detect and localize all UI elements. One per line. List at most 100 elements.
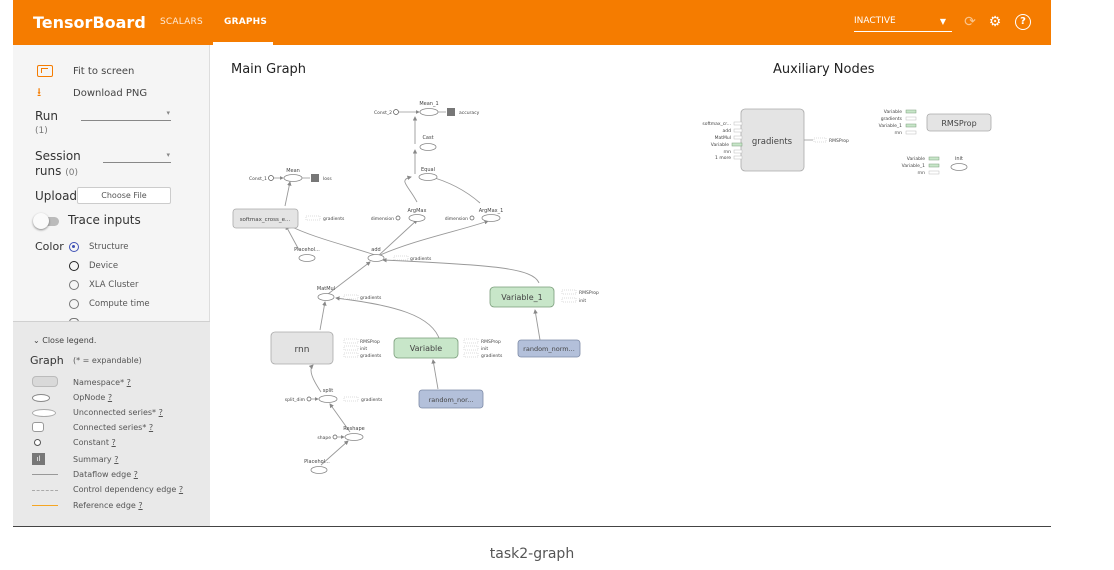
- color-radio-device[interactable]: [69, 261, 79, 271]
- color-label: Color: [35, 240, 64, 253]
- namespace-rmsprop[interactable]: RMSProp Variable gradients Variable_1 rn…: [879, 109, 992, 136]
- node-label: gradients: [361, 397, 383, 403]
- legend-item: Reference edge ?: [73, 501, 143, 510]
- node-label: Placehol...: [294, 247, 320, 253]
- constant-symbol: [34, 439, 41, 446]
- auxiliary-nodes-title: Auxiliary Nodes: [773, 62, 875, 77]
- color-option-label: XLA Cluster: [89, 280, 139, 290]
- constant-const-2[interactable]: Const_2: [374, 109, 420, 117]
- namespace-random-norm[interactable]: random_nor...: [418, 389, 484, 409]
- legend-item: OpNode ?: [73, 393, 113, 402]
- download-png-button[interactable]: Download PNG: [73, 88, 148, 99]
- main-graph-title: Main Graph: [231, 62, 307, 77]
- legend-item: Control dependency edge ?: [73, 485, 184, 494]
- legend-item: Dataflow edge ?: [73, 470, 138, 479]
- node-label: shape: [317, 435, 331, 441]
- download-icon[interactable]: ⭳: [37, 85, 42, 99]
- opnode-split[interactable]: split split_dim gradients: [285, 388, 383, 403]
- aux-input-label: gradients: [881, 116, 903, 122]
- graph-legend-title: Graph: [30, 354, 64, 367]
- color-radio-partial[interactable]: [69, 318, 79, 322]
- opnode-reshape[interactable]: Reshape shape: [317, 426, 364, 441]
- opnode-symbol: [32, 394, 50, 402]
- aux-input-label: rnn: [918, 170, 926, 176]
- tab-graphs[interactable]: GRAPHS: [224, 17, 268, 27]
- run-status-dropdown[interactable]: INACTIVE ▼: [854, 16, 952, 32]
- expandable-note: (* = expandable): [73, 356, 142, 365]
- opnode-init[interactable]: init Variable Variable_1 rnn: [902, 156, 968, 176]
- graph-canvas[interactable]: Mean_1 Const_2 accuracy Cast Equal: [13, 0, 1051, 527]
- summary-accuracy[interactable]: accuracy: [438, 108, 480, 116]
- refresh-icon[interactable]: ⟳: [964, 14, 976, 30]
- namespace-symbol: [32, 376, 58, 387]
- node-label: Mean_1: [419, 101, 438, 107]
- dropdown-caret-icon: ▼: [939, 17, 946, 26]
- toggle-knob[interactable]: [33, 213, 49, 229]
- aux-input-label: Variable: [884, 109, 902, 115]
- color-radio-xla-cluster[interactable]: [69, 280, 79, 290]
- opnode-mean-1[interactable]: Mean_1: [419, 101, 439, 116]
- node-label: RMSProp: [579, 290, 599, 296]
- opnode-equal[interactable]: Equal: [418, 167, 438, 181]
- opnode-placeholder-2[interactable]: Placehol...: [304, 459, 330, 474]
- gear-icon[interactable]: ⚙: [988, 14, 1002, 30]
- active-tab-indicator: [213, 42, 273, 45]
- variable-variable[interactable]: Variable RMSProp init gradients: [393, 337, 503, 359]
- opnode-mean[interactable]: Mean: [283, 168, 303, 182]
- opnode-cast[interactable]: Cast: [419, 135, 437, 151]
- opnode-placeholder[interactable]: Placehol...: [294, 247, 320, 262]
- opnode-argmax-1[interactable]: ArgMax_1 dimension: [445, 208, 504, 222]
- aux-input-label: softmax_cr...: [702, 121, 731, 127]
- node-label: Const_2: [374, 110, 392, 116]
- main-graph: Mean_1 Const_2 accuracy Cast Equal: [232, 101, 599, 474]
- help-link: ?: [133, 470, 138, 479]
- summary-loss[interactable]: loss: [302, 174, 332, 182]
- namespace-random-norm-1[interactable]: random_norm...: [517, 339, 581, 358]
- namespace-gradients[interactable]: gradients softmax_cr... add MatMul Varia…: [702, 108, 849, 172]
- node-label: init: [481, 346, 488, 352]
- node-label: init: [955, 156, 963, 162]
- variable-variable-1[interactable]: Variable_1 RMSProp init: [489, 286, 599, 308]
- aux-input-label: Variable_1: [879, 123, 902, 129]
- divider: [13, 526, 1051, 527]
- run-dropdown[interactable]: ▾: [81, 109, 171, 121]
- color-radio-compute-time[interactable]: [69, 299, 79, 309]
- trace-inputs-label: Trace inputs: [68, 213, 141, 227]
- node-label: gradients: [360, 295, 382, 301]
- color-radio-structure[interactable]: [69, 242, 79, 252]
- node-label: RMSProp: [941, 119, 976, 128]
- tensorboard-app: TensorBoard SCALARS GRAPHS INACTIVE ▼ ⟳ …: [13, 0, 1051, 527]
- opnode-argmax[interactable]: ArgMax dimension: [371, 208, 427, 222]
- opnode-add[interactable]: add gradients: [367, 247, 432, 262]
- session-runs-dropdown[interactable]: ▾: [103, 151, 171, 163]
- choose-file-button[interactable]: Choose File: [77, 187, 171, 204]
- opnode-matmul[interactable]: MatMul gradients: [317, 286, 382, 301]
- close-legend-button[interactable]: ⌄ Close legend.: [33, 336, 97, 345]
- auxiliary-graph: gradients softmax_cr... add MatMul Varia…: [702, 108, 992, 176]
- fit-screen-icon[interactable]: [37, 65, 53, 77]
- legend-item: Constant ?: [73, 438, 116, 447]
- fit-to-screen-button[interactable]: Fit to screen: [73, 66, 135, 77]
- help-icon[interactable]: ?: [1015, 14, 1031, 30]
- node-label: loss: [323, 176, 332, 182]
- node-label: init: [360, 346, 367, 352]
- aux-output-label: RMSProp: [829, 138, 849, 144]
- help-link: ?: [107, 393, 113, 402]
- node-label: split_dim: [285, 397, 305, 403]
- constant-const-1[interactable]: Const_1: [249, 175, 284, 183]
- namespace-rnn[interactable]: rnn RMSProp init gradients: [270, 331, 382, 365]
- legend-item: Namespace* ?: [73, 378, 131, 387]
- namespace-softmax-cross-entropy[interactable]: softmax_cross_e... gradients: [232, 208, 345, 229]
- unconnected-series-symbol: [32, 409, 56, 417]
- node-label: random_nor...: [429, 396, 474, 404]
- color-option-label: Structure: [89, 242, 129, 252]
- run-count: (1): [35, 126, 48, 136]
- dropdown-caret-icon: ▾: [166, 151, 170, 159]
- help-link: ?: [158, 408, 163, 417]
- help-link: ?: [126, 378, 131, 387]
- node-label: ArgMax: [408, 208, 427, 214]
- node-label: dimension: [371, 216, 394, 222]
- node-label: accuracy: [459, 110, 480, 116]
- tab-scalars[interactable]: SCALARS: [160, 17, 203, 27]
- node-label: Cast: [422, 135, 433, 141]
